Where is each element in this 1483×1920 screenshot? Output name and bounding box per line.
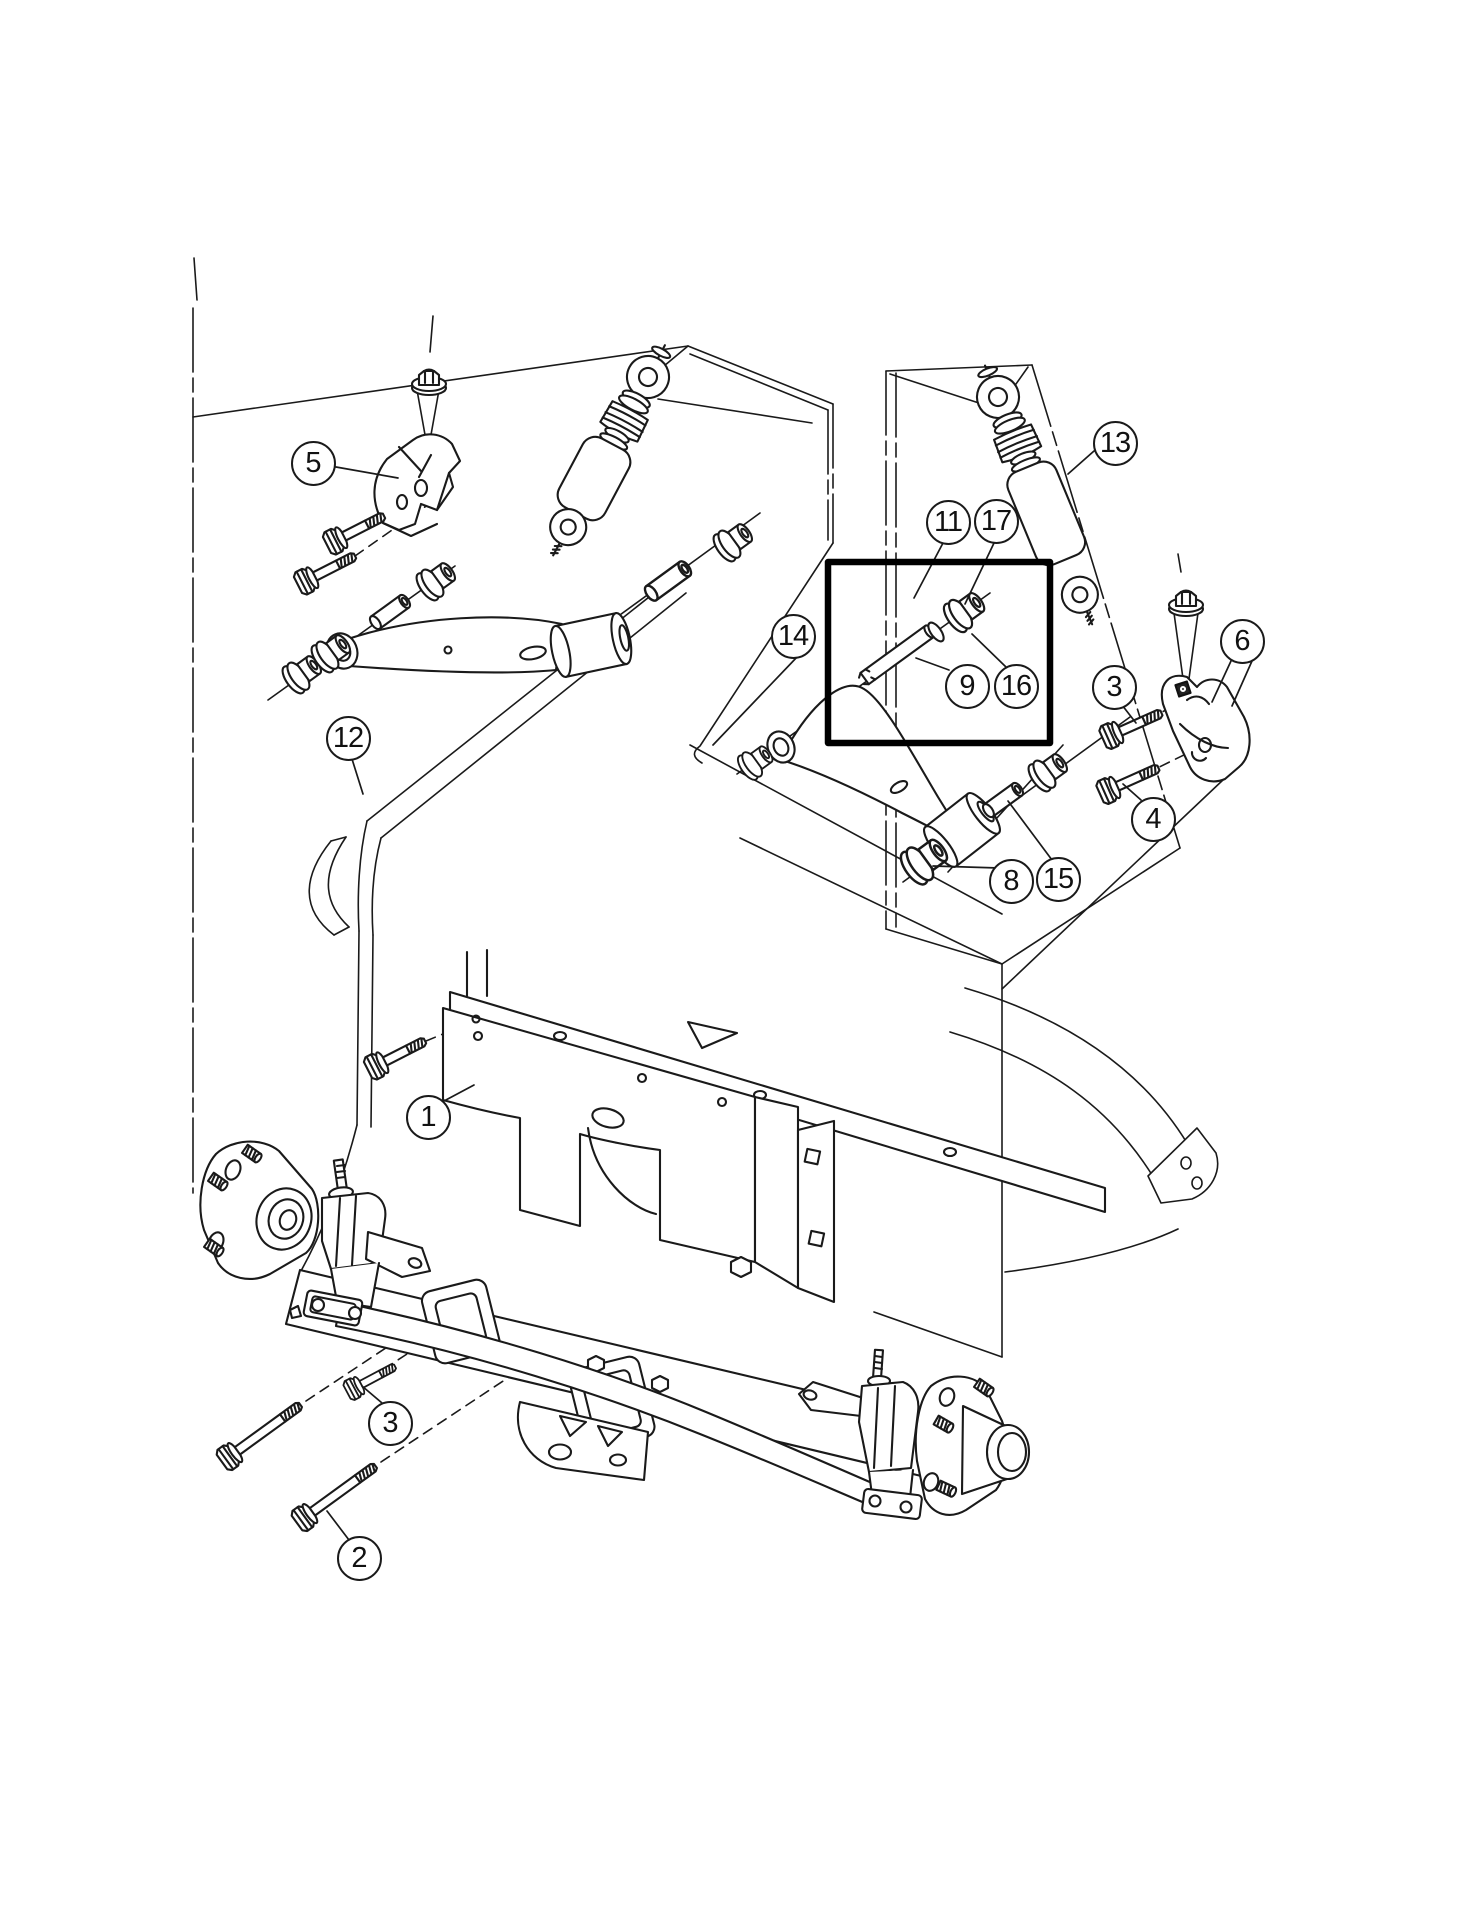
callout-11: 11: [925, 499, 971, 545]
spindle-hub-left: [199, 1140, 432, 1327]
callout-4: 4: [1130, 796, 1176, 842]
callout-8: 8: [988, 858, 1034, 904]
bolts-left: [291, 503, 391, 598]
shock-absorber-left: [549, 344, 672, 557]
frame-outline: [192, 257, 1225, 1463]
callout-3-lower: 3: [367, 1400, 413, 1446]
callout-15: 15: [1035, 856, 1081, 902]
callout-2: 2: [336, 1535, 382, 1581]
callout-14: 14: [770, 613, 816, 659]
callout-16: 16: [993, 663, 1039, 709]
frame-center-assembly: [284, 948, 1107, 1482]
control-arm-left: [325, 612, 633, 678]
highlight-box: [824, 558, 1054, 747]
shock-mount-bracket-right: [1160, 674, 1251, 783]
control-arm-right: [766, 684, 1001, 868]
callout-leader-lines: [326, 450, 1253, 1541]
callout-6: 6: [1219, 618, 1265, 664]
flange-nut-left: [410, 368, 448, 397]
shock-mount-bracket-left: [373, 433, 462, 538]
callout-5: 5: [290, 440, 336, 486]
callout-12: 12: [325, 715, 371, 761]
callout-3-right: 3: [1091, 664, 1137, 710]
callout-13: 13: [1092, 420, 1138, 466]
flange-nut-right: [1167, 589, 1205, 618]
spindle-hub-right: [797, 1348, 1031, 1521]
shock-absorber-right: [975, 364, 1099, 626]
callout-9: 9: [944, 663, 990, 709]
callout-17: 17: [973, 498, 1019, 544]
callout-1: 1: [405, 1094, 451, 1140]
bushings-right: [733, 584, 1074, 890]
